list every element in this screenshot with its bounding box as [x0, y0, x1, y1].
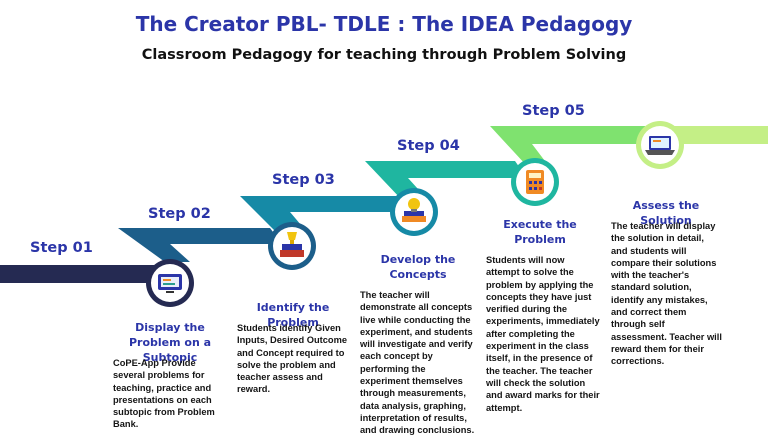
step-01-body: CoPE-App Provide several problems for te…: [113, 357, 225, 431]
step-05-band: [490, 126, 652, 165]
step-04-body: Students will now attempt to solve the p…: [486, 254, 600, 414]
step-03-label: Step 03: [272, 172, 335, 188]
step-02-band: [118, 228, 282, 262]
step-04-label: Step 04: [397, 138, 460, 154]
step-03-body: The teacher will demonstrate all concept…: [360, 289, 476, 437]
step-05-label: Step 05: [522, 103, 585, 119]
step-01-label: Step 01: [30, 240, 93, 256]
step-02-body: Students identify Given Inputs, Desired …: [237, 322, 351, 396]
laptop-icon: [645, 136, 675, 155]
step-03-heading: Develop the Concepts: [368, 252, 468, 282]
step-04-heading: Execute the Problem: [490, 217, 590, 247]
step-05-body: The teacher will display the solution in…: [611, 220, 723, 368]
step-04-band: [365, 161, 527, 200]
calculator-icon: [526, 170, 544, 194]
step-02-label: Step 02: [148, 206, 211, 222]
